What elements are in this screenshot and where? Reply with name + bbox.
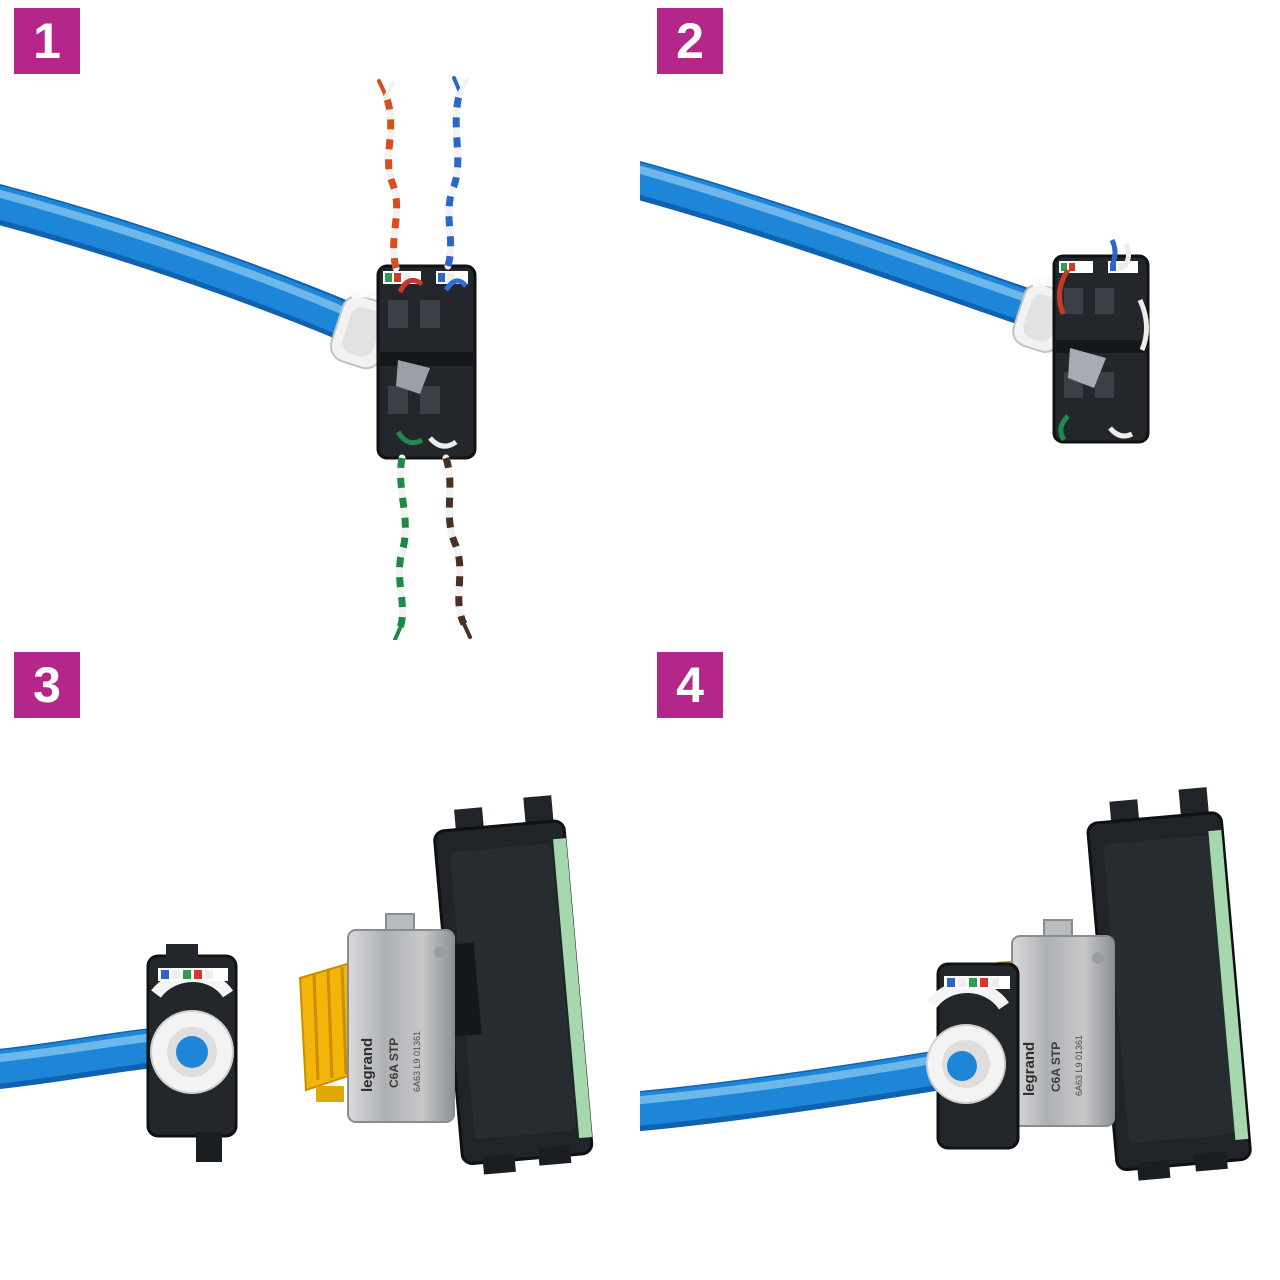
code-text: 6A63 L9 01361 <box>412 1031 422 1092</box>
connector-module <box>376 264 477 460</box>
wiring-label <box>944 976 1010 989</box>
wire-pair-orange <box>377 79 401 272</box>
gray-wedge <box>1068 348 1106 388</box>
wire-loop-white <box>428 436 458 449</box>
wire-loop-green <box>395 430 424 446</box>
gray-wedge <box>396 360 430 394</box>
wire-fold-white-2 <box>1108 426 1134 439</box>
green-label-strip <box>1208 830 1249 1141</box>
category-text: C6A STP <box>387 1038 401 1088</box>
metal-body <box>1011 935 1115 1127</box>
wire-stub-blue <box>1109 238 1118 267</box>
step-1-illustration <box>0 76 477 640</box>
yellow-latch <box>316 1086 344 1102</box>
metal-body <box>347 929 455 1123</box>
cap-holder <box>146 944 238 1162</box>
step-number: 1 <box>33 13 61 69</box>
wire-stub-white <box>1121 242 1132 270</box>
wire-pair-green <box>392 454 409 640</box>
step-badge-3: 3 <box>14 652 80 718</box>
shielded-jack: legrand C6A STP 6A63 L9 01361 <box>997 919 1115 1127</box>
step-badge-2: 2 <box>657 8 723 74</box>
wire-pair-brown <box>442 454 472 639</box>
wire-fold-white <box>1137 298 1149 351</box>
wire-fold-red <box>1056 268 1071 315</box>
code-text: 6A63 L9 01361 <box>1074 1035 1084 1096</box>
step-badge-4: 4 <box>657 652 723 718</box>
step-4-illustration: legrand C6A STP 6A63 L9 01361 <box>640 787 1252 1181</box>
step-number: 2 <box>676 13 704 69</box>
cable-end <box>176 1036 208 1068</box>
cable <box>0 183 372 344</box>
wire-loop-red <box>397 277 424 294</box>
step-3-illustration: legrand C6A STP 6A63 L9 01361 <box>0 795 594 1175</box>
cable <box>0 1028 172 1090</box>
step-number: 4 <box>676 657 704 713</box>
step-number: 3 <box>33 657 61 713</box>
brand-text: legrand <box>1021 1042 1038 1096</box>
cable <box>640 1050 960 1132</box>
step-badge-1: 1 <box>14 8 80 74</box>
mounting-frame <box>1086 787 1252 1181</box>
cap-holder <box>926 962 1020 1150</box>
mounting-frame <box>433 795 594 1175</box>
brand-text: legrand <box>359 1038 376 1092</box>
wire-loop-blue <box>443 278 468 292</box>
green-label-strip <box>553 838 593 1139</box>
shielded-jack: legrand C6A STP 6A63 L9 01361 <box>298 913 455 1123</box>
step-2-illustration <box>640 161 1150 444</box>
wiring-label <box>158 968 228 981</box>
category-text: C6A STP <box>1049 1042 1063 1092</box>
cable-end <box>947 1051 977 1081</box>
wire-fold-green <box>1058 414 1070 442</box>
wire-pair-blue <box>444 76 469 270</box>
cable <box>640 161 1053 329</box>
connector-module <box>1052 238 1150 444</box>
